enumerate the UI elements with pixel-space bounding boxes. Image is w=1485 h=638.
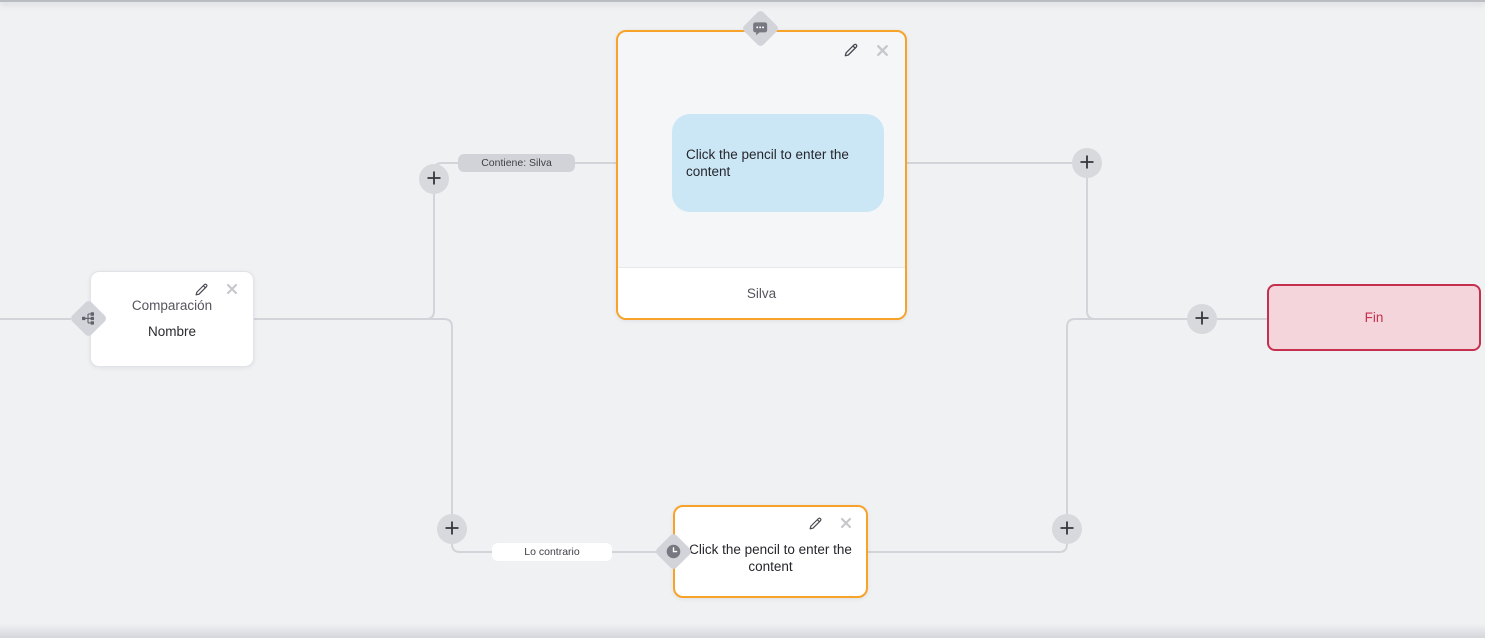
edge-label-otherwise[interactable]: Lo contrario (492, 543, 612, 561)
message-footer-label: Silva (618, 267, 905, 318)
pencil-icon[interactable] (193, 281, 209, 297)
comparison-title: Comparación (131, 298, 213, 313)
message-type-badge (741, 9, 780, 48)
close-icon[interactable] (224, 281, 240, 297)
message-preview-bubble: Click the pencil to enter the content (672, 114, 884, 212)
timeout-placeholder-text: Click the pencil to enter the content (689, 541, 852, 574)
edge-label-contains[interactable]: Contiene: Silva (458, 154, 575, 172)
connector-timeout-to-end (868, 318, 1267, 553)
plus-icon (1194, 310, 1210, 329)
end-label: Fin (1364, 310, 1384, 325)
connector-branch-bottom (252, 318, 673, 553)
node-end[interactable]: Fin (1267, 284, 1481, 351)
node-timeout[interactable]: Click the pencil to enter the content (673, 505, 868, 598)
comparison-type-badge (69, 299, 108, 338)
branch-icon (82, 312, 95, 325)
add-step-button-after-timeout[interactable] (1052, 514, 1082, 544)
plus-icon (1079, 154, 1095, 173)
plus-icon (444, 520, 460, 539)
timeout-type-badge (654, 532, 693, 571)
add-step-button-before-end[interactable] (1187, 304, 1217, 334)
add-step-button-branch-top[interactable] (419, 164, 449, 194)
clock-icon (666, 544, 681, 559)
message-placeholder-text: Click the pencil to enter the content (686, 147, 849, 179)
close-icon[interactable] (874, 42, 890, 58)
node-comparison[interactable]: Comparación Nombre (90, 271, 254, 367)
plus-icon (426, 170, 442, 189)
canvas-bottom-shadow (0, 624, 1485, 638)
connector-message-to-end (907, 162, 1267, 320)
pencil-icon[interactable] (843, 42, 859, 58)
node-message[interactable]: Click the pencil to enter the content Si… (616, 30, 907, 320)
plus-icon (1059, 520, 1075, 539)
chat-bubble-icon (753, 22, 768, 36)
add-step-button-branch-bottom[interactable] (437, 514, 467, 544)
close-icon[interactable] (838, 515, 854, 531)
pencil-icon[interactable] (807, 515, 823, 531)
canvas-top-border (0, 0, 1485, 2)
comparison-subtitle: Nombre (147, 324, 196, 339)
add-step-button-after-message[interactable] (1072, 148, 1102, 178)
